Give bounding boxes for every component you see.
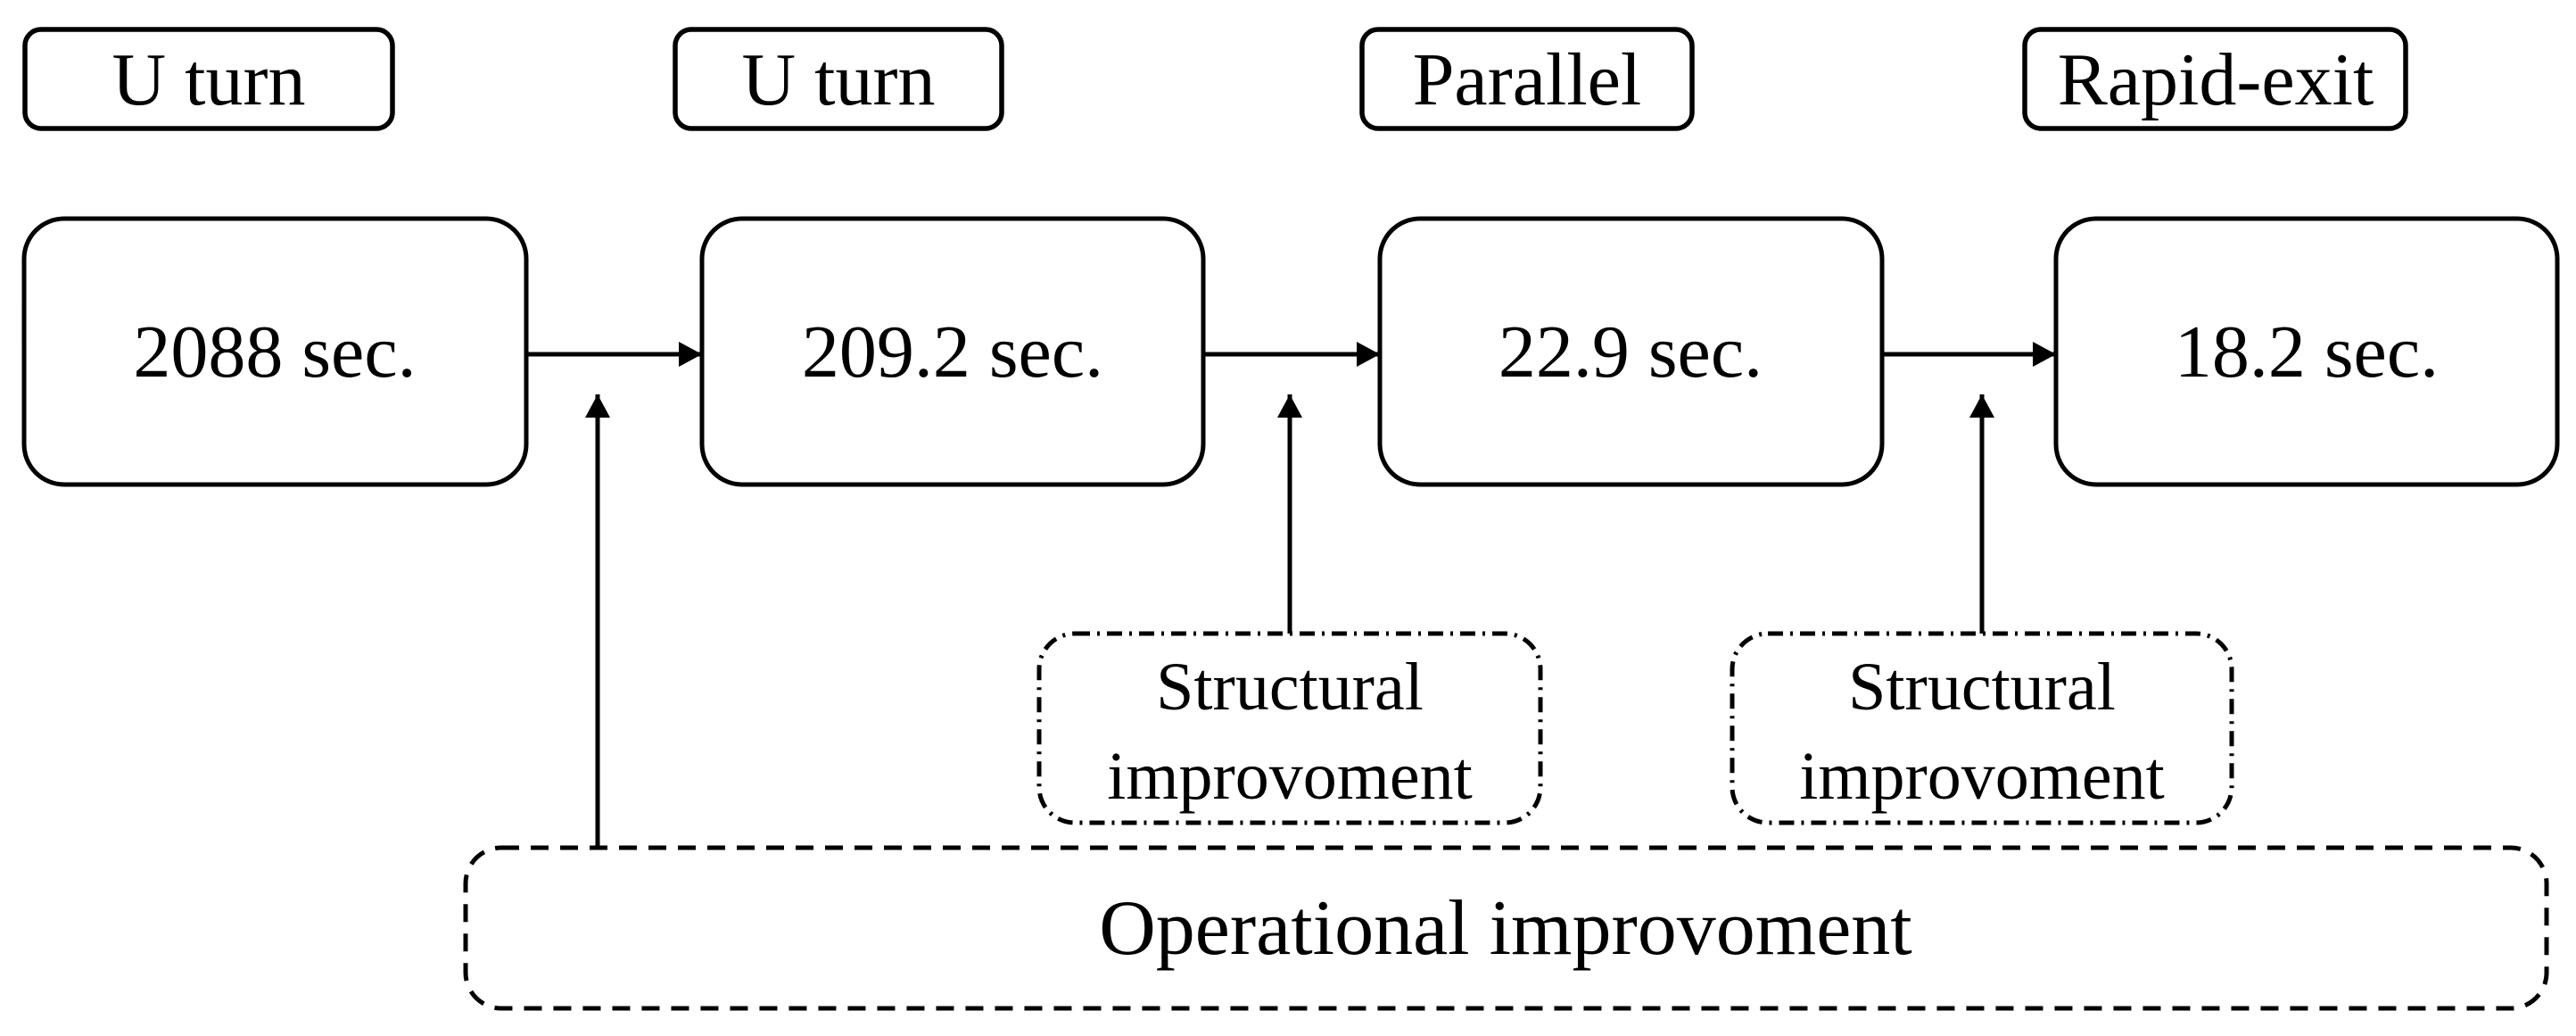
label-parallel: Parallel — [1413, 38, 1642, 121]
label-u-turn-2: U turn — [742, 38, 936, 121]
value-18-2-sec: 18.2 sec. — [2175, 311, 2439, 394]
value-boxes: 2088 sec. 209.2 sec. 22.9 sec. 18.2 sec. — [21, 216, 2560, 487]
structural-improvement-2-line1: Structural — [1848, 650, 2116, 725]
value-box-2088-sec — [21, 216, 529, 487]
label-box-rapid-exit — [2022, 27, 2408, 131]
value-box-209-2-sec — [699, 216, 1206, 487]
improvement-arrows — [585, 394, 1994, 850]
structural-improvement-2-line2: improvoment — [1799, 739, 2165, 814]
operational-improvement-label: Operational improvoment — [1099, 885, 1912, 972]
value-box-22-9-sec — [1377, 216, 1885, 487]
label-box-parallel — [1359, 27, 1695, 131]
label-rapid-exit: Rapid-exit — [2058, 38, 2374, 121]
label-box-u-turn-1 — [22, 27, 395, 131]
structural-improvement-1-line1: Structural — [1156, 650, 1424, 725]
value-209-2-sec: 209.2 sec. — [802, 311, 1103, 394]
structural-improvement-1-line2: improvoment — [1107, 739, 1473, 814]
label-u-turn-1: U turn — [112, 38, 306, 121]
label-box-u-turn-2 — [673, 27, 1004, 131]
value-2088-sec: 2088 sec. — [133, 311, 416, 394]
value-box-18-2-sec — [2053, 216, 2560, 487]
value-22-9-sec: 22.9 sec. — [1499, 311, 1763, 394]
operational-improvement-group: Operational improvoment — [463, 845, 2549, 1011]
structural-improvement-boxes: Structural improvoment Structural improv… — [1036, 631, 2234, 825]
exit-type-labels: U turn U turn Parallel Rapid-exit — [22, 27, 2408, 131]
operational-improvement-box — [463, 845, 2549, 1011]
structural-improvement-box-2 — [1730, 631, 2234, 825]
structural-improvement-box-1 — [1036, 631, 1543, 825]
